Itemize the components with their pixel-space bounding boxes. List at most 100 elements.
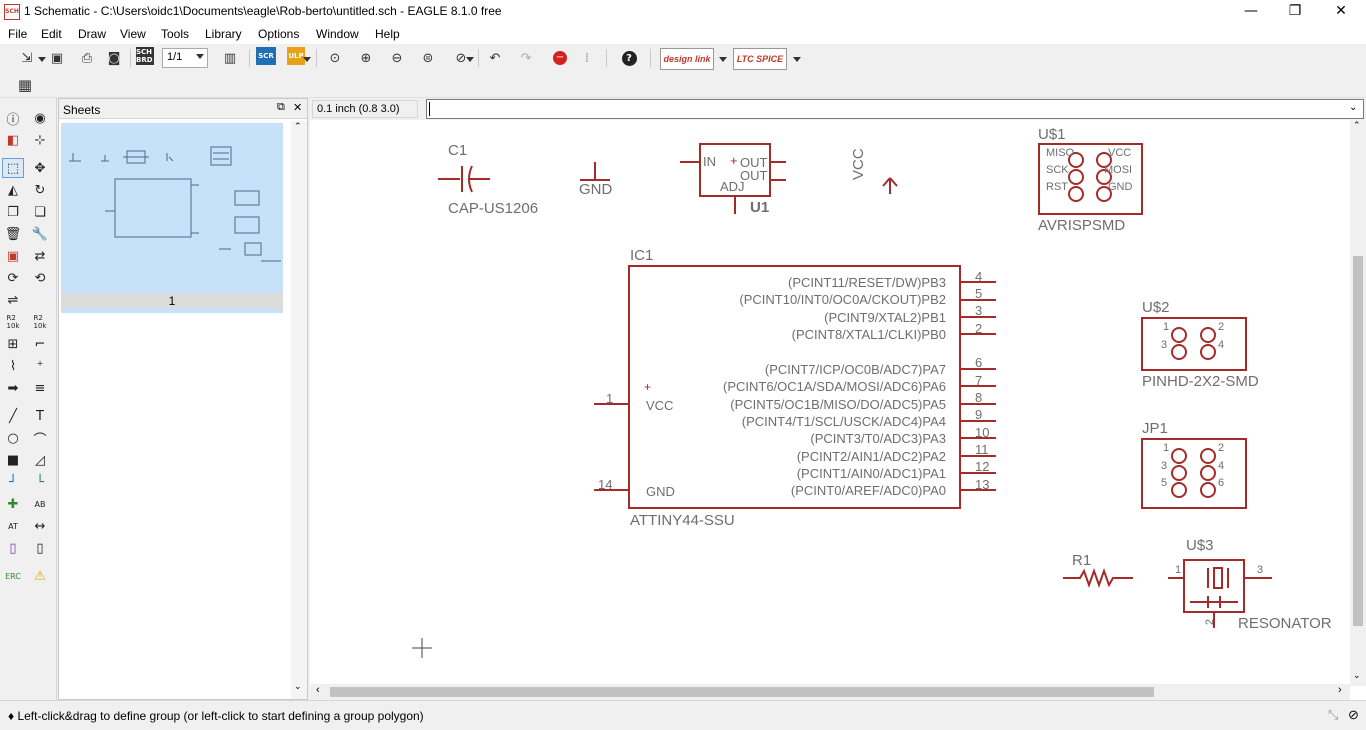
scroll-down-icon[interactable]: ⌄ [1353, 670, 1361, 680]
net-icon[interactable]: └ [36, 474, 44, 490]
scroll-up-icon[interactable]: ⌃ [294, 121, 302, 131]
vertical-scroll-thumb[interactable] [1353, 256, 1363, 626]
sheets-icon[interactable]: ▥ [223, 50, 237, 66]
sheet-select[interactable]: 1/1 [162, 48, 208, 68]
open-dropdown-icon[interactable] [38, 57, 46, 62]
junction-icon[interactable]: ✚ [7, 496, 19, 512]
undo-icon[interactable]: ↶ [489, 50, 501, 66]
menu-options[interactable]: Options [258, 27, 300, 41]
add-part-icon[interactable]: ▣ [6, 248, 20, 264]
scroll-right-icon[interactable]: › [1338, 684, 1342, 696]
zoom-in-icon[interactable]: ⊕ [360, 50, 372, 66]
menu-help[interactable]: Help [375, 27, 400, 41]
menu-tools[interactable]: Tools [161, 27, 190, 41]
zoom-dropdown-icon[interactable] [466, 57, 474, 62]
ltspice-dropdown-icon[interactable] [793, 57, 801, 62]
mark-icon[interactable]: ⊹ [34, 132, 46, 148]
scroll-down-icon[interactable]: ⌄ [294, 681, 302, 691]
undock-icon[interactable]: ⧉ [277, 101, 285, 113]
sheet-number-label[interactable]: 1 [61, 293, 283, 309]
text-icon[interactable]: T [36, 408, 44, 424]
open-icon[interactable]: ⇲ [21, 50, 33, 66]
meander-icon[interactable]: ➡ [7, 380, 19, 396]
module-icon[interactable]: ▯ [36, 540, 44, 556]
menu-edit[interactable]: Edit [41, 27, 62, 41]
design-link-dropdown-icon[interactable] [719, 57, 727, 62]
rotate-icon[interactable]: ↻ [34, 182, 46, 198]
wrench-icon[interactable]: 🔧 [31, 226, 49, 242]
zoom-out-icon[interactable]: ⊖ [391, 50, 403, 66]
chevron-down-icon[interactable]: ⌄ [1349, 102, 1358, 113]
frame-icon[interactable]: ▯ [9, 540, 17, 556]
erc-icon[interactable]: ERC [5, 571, 21, 581]
close-panel-icon[interactable]: ✕ [293, 102, 303, 114]
command-input[interactable]: ⌄ [426, 99, 1364, 119]
rectangle-icon[interactable]: ■ [6, 452, 20, 468]
zoom-redraw-icon[interactable]: ⊜ [422, 50, 434, 66]
paste-icon[interactable]: ❏ [34, 204, 46, 220]
print-icon[interactable]: ⎙ [81, 50, 93, 66]
dimension-icon[interactable]: ↔ [34, 518, 46, 534]
circle-icon[interactable]: ○ [7, 430, 19, 446]
mirror-icon[interactable]: ◭ [8, 182, 18, 198]
warning-icon[interactable]: ⚠ [34, 568, 46, 584]
bus-icon[interactable]: ┘ [9, 474, 17, 490]
pinswap-icon[interactable]: ⇄ [34, 248, 46, 264]
scroll-up-icon[interactable]: ⌃ [1353, 120, 1361, 130]
split-icon[interactable]: ⌇ [9, 358, 17, 374]
scroll-left-icon[interactable]: ‹ [316, 684, 320, 696]
schematic-canvas[interactable]: C1 CAP-US1206 GND IN + OUT OUT ADJ U1 VC… [310, 120, 1366, 700]
menu-view[interactable]: View [120, 27, 146, 41]
stop-command-icon[interactable]: ⊘ [1348, 707, 1359, 722]
miter-icon[interactable]: ⌐ [34, 336, 46, 352]
label-icon[interactable]: AB [34, 499, 46, 509]
go-icon[interactable]: ⁞ [584, 50, 590, 66]
show-icon[interactable]: ◉ [34, 110, 46, 126]
minimize-button[interactable]: — [1244, 3, 1258, 19]
save-icon[interactable]: ▣ [50, 50, 64, 66]
redo-icon[interactable]: ↷ [520, 50, 532, 66]
ulp-dropdown-icon[interactable] [303, 57, 311, 62]
menu-draw[interactable]: Draw [78, 27, 107, 41]
sheets-scrollbar[interactable]: ⌃ ⌄ [291, 121, 307, 699]
resize-grip-icon[interactable]: ⤡ [1328, 707, 1339, 722]
ltspice-button[interactable]: LTC SPICE [733, 48, 787, 70]
stop-icon[interactable]: − [549, 47, 571, 69]
optimize-icon[interactable]: ⁺ [36, 358, 44, 374]
smash-icon[interactable]: ⊞ [7, 336, 19, 352]
design-link-button[interactable]: design link [660, 48, 714, 70]
grid-icon[interactable]: ▦ [17, 76, 33, 94]
replace-icon[interactable]: ⟳ [7, 270, 19, 286]
sch-brd-switch-icon[interactable]: SCH BRD [136, 47, 154, 65]
display-layers-icon[interactable]: ◧ [6, 132, 20, 148]
menu-window[interactable]: Window [316, 27, 359, 41]
close-button[interactable]: ✕ [1335, 3, 1347, 19]
menu-library[interactable]: Library [205, 27, 242, 41]
horizontal-scrollbar[interactable]: ‹ › [310, 684, 1350, 700]
arc-icon[interactable]: ⌒ [33, 432, 47, 448]
invoke-icon[interactable]: ⟲ [34, 270, 46, 286]
zoom-select-icon[interactable]: ⊘ [455, 50, 467, 66]
script-icon[interactable]: SCR [256, 47, 276, 65]
attribute-icon[interactable]: AT [8, 521, 18, 531]
delete-icon[interactable]: 🗑 [4, 226, 22, 242]
ulp-icon[interactable]: ULP [287, 47, 305, 65]
menu-file[interactable]: File [8, 27, 28, 41]
line-icon[interactable]: ╱ [9, 408, 17, 424]
cam-processor-icon[interactable]: ◙ [107, 50, 121, 66]
vertical-scrollbar[interactable]: ⌃ ⌄ [1350, 120, 1366, 686]
group-select-icon[interactable]: ⬚ [2, 158, 24, 178]
sheet-thumbnail[interactable] [61, 123, 283, 313]
align-icon[interactable]: ≡ [34, 380, 46, 396]
polygon-icon[interactable]: ◿ [35, 452, 45, 468]
zoom-fit-icon[interactable]: ⊙ [329, 50, 341, 66]
gateswap-icon[interactable]: ⇌ [7, 292, 19, 308]
info-icon[interactable]: ⓘ [6, 112, 20, 128]
help-icon[interactable]: ? [618, 47, 640, 69]
copy-icon[interactable]: ❐ [7, 204, 19, 220]
move-icon[interactable]: ✥ [34, 160, 46, 176]
maximize-button[interactable]: ❐ [1288, 3, 1302, 19]
horizontal-scroll-thumb[interactable] [330, 687, 1154, 697]
